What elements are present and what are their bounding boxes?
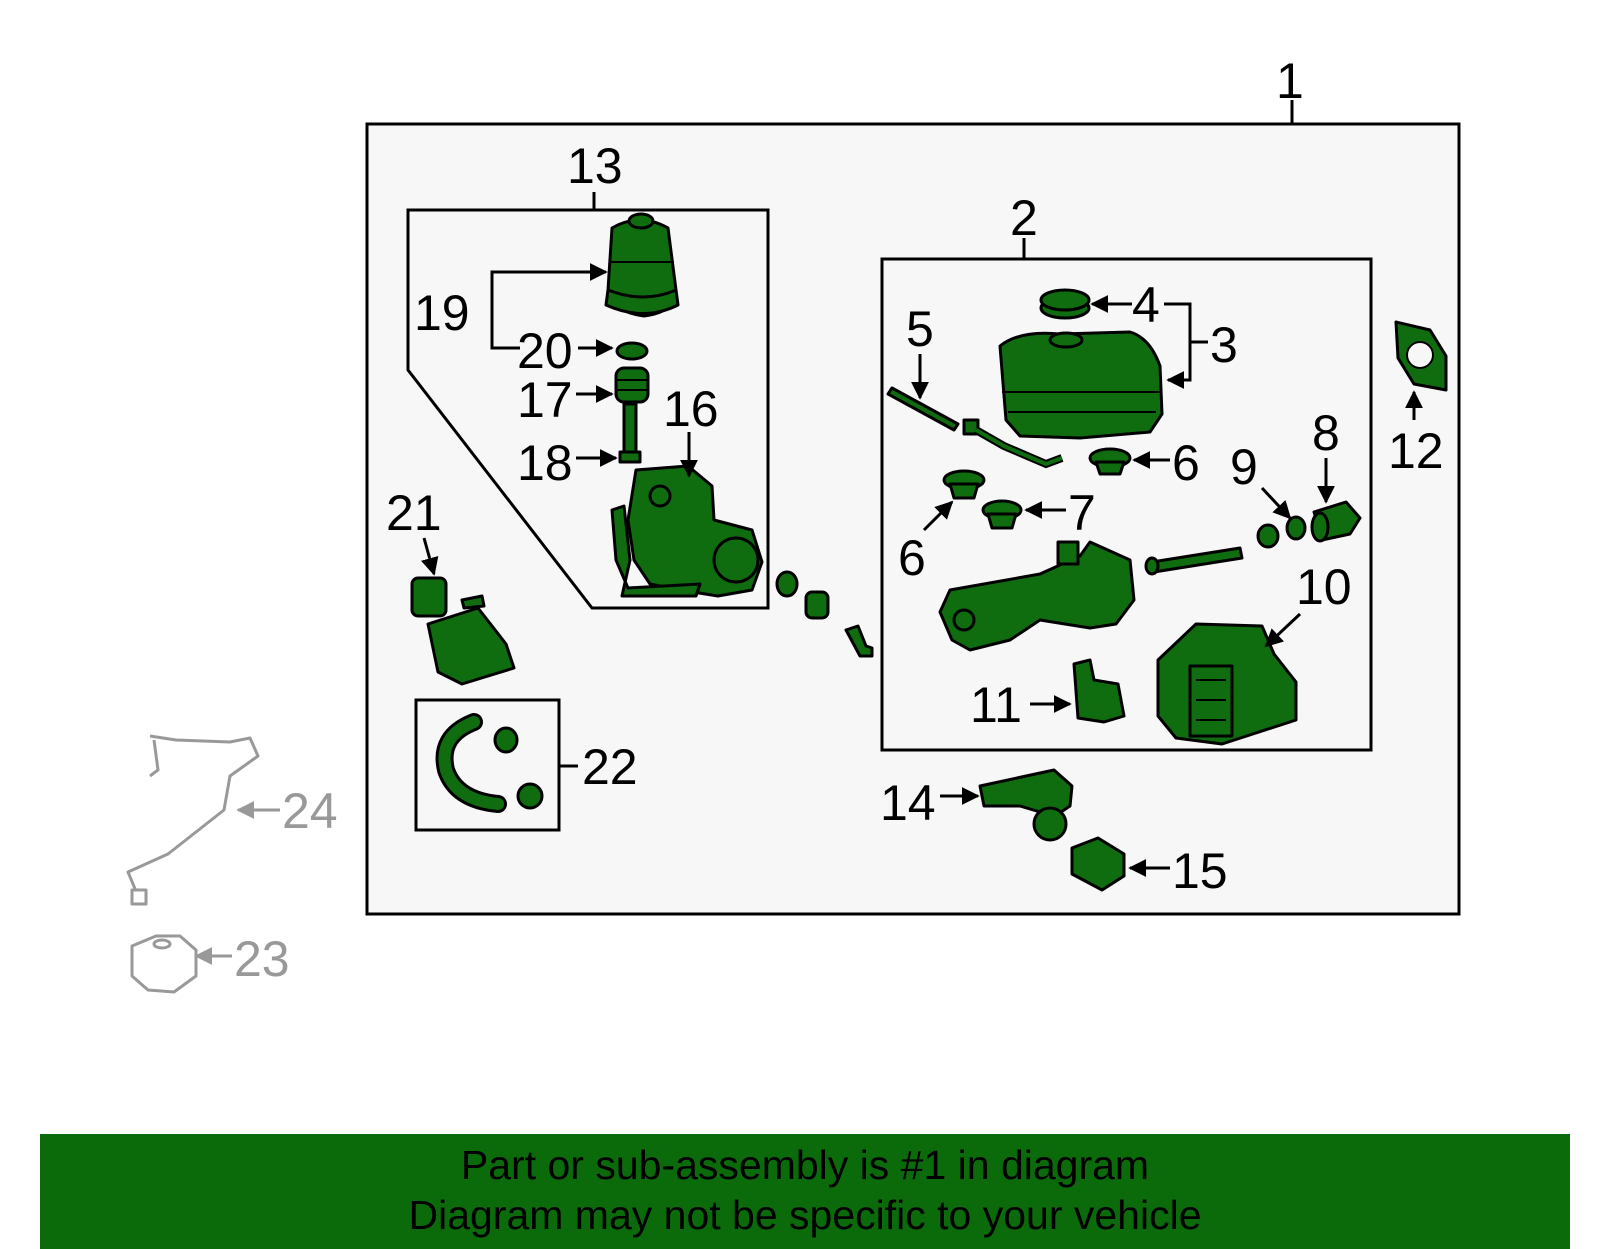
part-11-bracket	[1072, 658, 1126, 724]
callout-2: 2	[1010, 190, 1038, 246]
subassembly-2-frame	[880, 257, 1373, 752]
callout-11: 11	[970, 677, 1022, 733]
callout-15: 15	[1172, 843, 1228, 899]
subassembly-13-frame	[406, 208, 770, 610]
part-9-seal	[1256, 515, 1307, 549]
callout-17: 17	[517, 372, 573, 428]
callout-4: 4	[1132, 277, 1160, 333]
callout-22: 22	[582, 739, 638, 795]
callout-19: 19	[414, 285, 470, 341]
callout-24: 24	[282, 783, 338, 839]
part-3-reservoir-tank	[998, 330, 1164, 440]
callout-5: 5	[906, 301, 934, 357]
callout-12: 12	[1388, 423, 1444, 479]
part-19-reservoir	[604, 212, 680, 318]
part-7-grommet	[981, 499, 1023, 530]
part-22-hose-clamps	[435, 713, 544, 813]
callout-18: 18	[517, 435, 573, 491]
part-20-oring	[615, 341, 649, 361]
fittings-between-assemblies	[775, 570, 874, 658]
callout-6-upper: 6	[1172, 435, 1200, 491]
banner-line-1: Part or sub-assembly is #1 in diagram	[460, 1142, 1150, 1188]
part-12-gasket	[1394, 320, 1448, 392]
banner-line-2: Diagram may not be specific to your vehi…	[408, 1192, 1202, 1238]
part-15-insulator	[1070, 836, 1126, 892]
part-24-brake-tube	[126, 734, 260, 906]
part-10-actuator	[1156, 622, 1298, 746]
callout-8: 8	[1312, 405, 1340, 461]
part-23-cushion	[130, 934, 198, 994]
callout-23: 23	[234, 931, 290, 987]
callout-6-lower: 6	[898, 530, 926, 586]
callout-21: 21	[386, 485, 442, 541]
callout-1: 1	[1276, 53, 1304, 109]
callout-14: 14	[880, 775, 936, 831]
callout-7: 7	[1068, 485, 1096, 541]
part-21-sensor-bracket	[410, 576, 516, 686]
callout-9: 9	[1230, 439, 1258, 495]
notice-banner: Part or sub-assembly is #1 in diagram Di…	[40, 1134, 1570, 1249]
part-5-level-sensor	[886, 386, 1064, 469]
part-6-grommet-upper	[1088, 447, 1132, 476]
callout-10: 10	[1296, 559, 1352, 615]
part-17-filter	[614, 366, 650, 404]
part-8-boot	[1310, 500, 1362, 543]
callout-16: 16	[663, 381, 719, 437]
part-14-bracket	[978, 768, 1074, 842]
callout-20: 20	[517, 323, 573, 379]
part-6-grommet-lower	[942, 469, 986, 500]
part-4-reservoir-cap	[1039, 288, 1091, 320]
part-16-pump-motor	[610, 464, 764, 598]
callout-13: 13	[567, 138, 623, 194]
master-cylinder-body	[938, 540, 1244, 652]
part-18-bolt	[618, 402, 642, 464]
callout-3: 3	[1210, 317, 1238, 373]
